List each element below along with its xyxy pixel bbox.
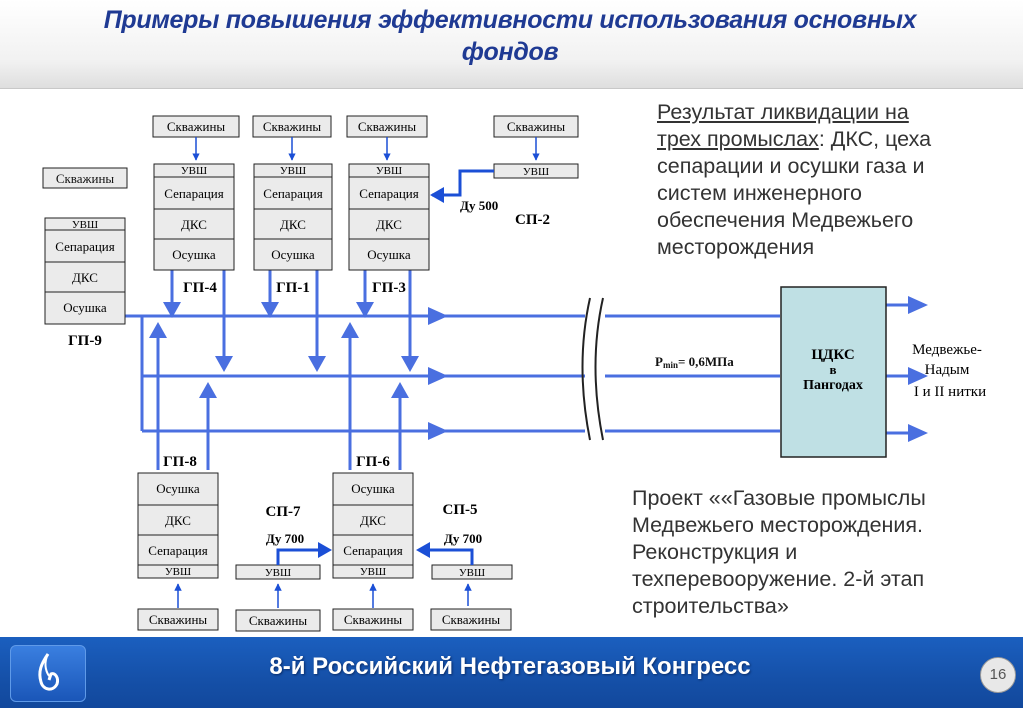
- wells-label: Скважины: [358, 119, 417, 134]
- dks-label: ДКС: [360, 513, 386, 528]
- wells-label: Скважины: [344, 612, 403, 627]
- drying-label: Осушка: [351, 481, 395, 496]
- pipe-du500: Ду 500: [460, 198, 498, 213]
- separation-label: Сепарация: [343, 543, 403, 558]
- site-sp7: СП-7 Ду 700 УВШ Скважины: [235, 504, 332, 632]
- dks-label: ДКС: [376, 217, 402, 232]
- wells-label: Скважины: [167, 119, 226, 134]
- plant-gp9: Скважины УВШ Сепарация ДКС Осушка ГП-9: [42, 167, 128, 349]
- result-line4: систем инженерного: [657, 181, 862, 205]
- project-line5: строительства»: [632, 594, 789, 618]
- pipe-du700-right: Ду 700: [444, 531, 482, 546]
- wells-label: Скважины: [249, 613, 308, 628]
- plant-label-gp9: ГП-9: [68, 333, 102, 349]
- uvsh-label: УВШ: [265, 567, 291, 579]
- plant-label-gp1: ГП-1: [276, 280, 310, 296]
- pressure-value: = 0,6МПа: [678, 354, 734, 369]
- plant-label-gp4: ГП-4: [183, 280, 217, 296]
- separation-label: Сепарация: [263, 186, 323, 201]
- dest-line3: I и II нитки: [914, 384, 986, 400]
- project-line2: Медвежьего месторождения.: [632, 513, 924, 537]
- drying-label: Осушка: [63, 300, 107, 315]
- result-link-line1[interactable]: Результат ликвидации на: [657, 100, 909, 124]
- project-line1: Проект ««Газовые промыслы: [632, 486, 926, 510]
- central-line2: в: [829, 362, 836, 377]
- pipeline-break: [581, 297, 604, 441]
- destination-label: Медвежье- Надым I и II нитки: [912, 342, 986, 400]
- result-line5: обеспечения Медвежьего: [657, 208, 914, 232]
- wells-label: Скважины: [507, 119, 566, 134]
- uvsh-label: УВШ: [72, 219, 98, 231]
- uvsh-label: УВШ: [360, 566, 386, 578]
- wells-label: Скважины: [263, 119, 322, 134]
- pressure-p: P: [655, 354, 663, 369]
- uvsh-label: УВШ: [181, 165, 207, 177]
- plant-gp8: ГП-8 Осушка ДКС Сепарация УВШ Скважины: [137, 454, 219, 631]
- svg-text:Pmin= 0,6МПа: Pmin= 0,6МПа: [655, 354, 734, 370]
- slide-title: Примеры повышения эффективности использо…: [0, 0, 1023, 89]
- dks-label: ДКС: [165, 513, 191, 528]
- pressure-sub: min: [663, 360, 678, 370]
- wells-box: [42, 167, 128, 189]
- title-line-2: фондов: [461, 38, 559, 66]
- dest-line1: Медвежье-: [912, 342, 982, 358]
- plant-gp6: ГП-6 Осушка ДКС Сепарация УВШ Скважины: [332, 454, 414, 631]
- wells-label: Скважины: [56, 171, 115, 186]
- plant-gp1: Скважины УВШ Сепарация ДКС Осушка ГП-1: [252, 115, 333, 296]
- gas-network-diagram: Скважины УВШ Сепарация ДКС Осушка ГП-9 С…: [42, 115, 986, 632]
- pressure-label: Pmin= 0,6МПа: [655, 354, 734, 370]
- site-label-sp7: СП-7: [266, 504, 301, 520]
- separation-label: Сепарация: [359, 186, 419, 201]
- uvsh-label: УВШ: [459, 567, 485, 579]
- drying-label: Осушка: [156, 481, 200, 496]
- result-link-line2[interactable]: трех промыслах: [657, 127, 819, 151]
- plant-gp3: Скважины УВШ Сепарация ДКС Осушка ГП-3: [346, 115, 430, 296]
- drying-label: Осушка: [271, 247, 315, 262]
- footer-bar: 8-й Российский Нефтегазовый Конгресс 16: [0, 637, 1023, 708]
- plant-label-gp3: ГП-3: [372, 280, 406, 296]
- result-line2-rest: : ДКС, цеха: [818, 127, 932, 151]
- result-line3: сепарации и осушки газа и: [657, 154, 925, 178]
- project-line4: техперевооружение. 2-й этап: [632, 567, 925, 591]
- drying-label: Осушка: [367, 247, 411, 262]
- wells-label: Скважины: [149, 612, 208, 627]
- site-label-sp5: СП-5: [443, 502, 478, 518]
- page-number: 16: [980, 657, 1016, 693]
- uvsh-label: УВШ: [523, 166, 549, 178]
- separation-label: Сепарация: [55, 239, 115, 254]
- central-line3: Пангодах: [803, 378, 863, 393]
- plant-label-gp8: ГП-8: [163, 454, 197, 470]
- title-line-1: Примеры повышения эффективности использо…: [103, 6, 917, 34]
- uvsh-label: УВШ: [165, 566, 191, 578]
- project-text: Проект ««Газовые промыслы Медвежьего мес…: [632, 485, 926, 620]
- result-line6: месторождения: [657, 235, 815, 259]
- main-flow-lines: [125, 314, 780, 433]
- dks-label: ДКС: [72, 270, 98, 285]
- upper-connectors: [163, 270, 419, 372]
- footer-title: 8-й Российский Нефтегазовый Конгресс: [269, 653, 751, 680]
- dks-label: ДКС: [280, 217, 306, 232]
- wells-label: Скважины: [442, 612, 501, 627]
- central-station: ЦДКС в Пангодах: [780, 286, 887, 458]
- separation-label: Сепарация: [164, 186, 224, 201]
- output-arrows: [886, 296, 928, 442]
- plant-gp4: Скважины УВШ Сепарация ДКС Осушка ГП-4: [152, 115, 240, 296]
- plant-label-gp6: ГП-6: [356, 454, 390, 470]
- site-label-sp2: СП-2: [515, 212, 550, 228]
- dks-label: ДКС: [181, 217, 207, 232]
- site-sp5: СП-5 Ду 700 УВШ Скважины: [416, 502, 513, 631]
- drying-label: Осушка: [172, 247, 216, 262]
- uvsh-label: УВШ: [376, 165, 402, 177]
- project-line3: Реконструкция и: [632, 540, 798, 564]
- uvsh-label: УВШ: [280, 165, 306, 177]
- dest-line2: Надым: [925, 362, 970, 378]
- lower-connectors: [149, 322, 409, 470]
- central-line1: ЦДКС: [811, 347, 854, 363]
- pipe-du700-left: Ду 700: [266, 531, 304, 546]
- result-text: Результат ликвидации на трех промыслах: …: [657, 99, 931, 261]
- separation-label: Сепарация: [148, 543, 208, 558]
- gazprom-logo-icon: [10, 645, 86, 702]
- site-sp2: Скважины УВШ Ду 500 СП-2: [430, 115, 579, 228]
- flow-arrowheads: [428, 307, 448, 440]
